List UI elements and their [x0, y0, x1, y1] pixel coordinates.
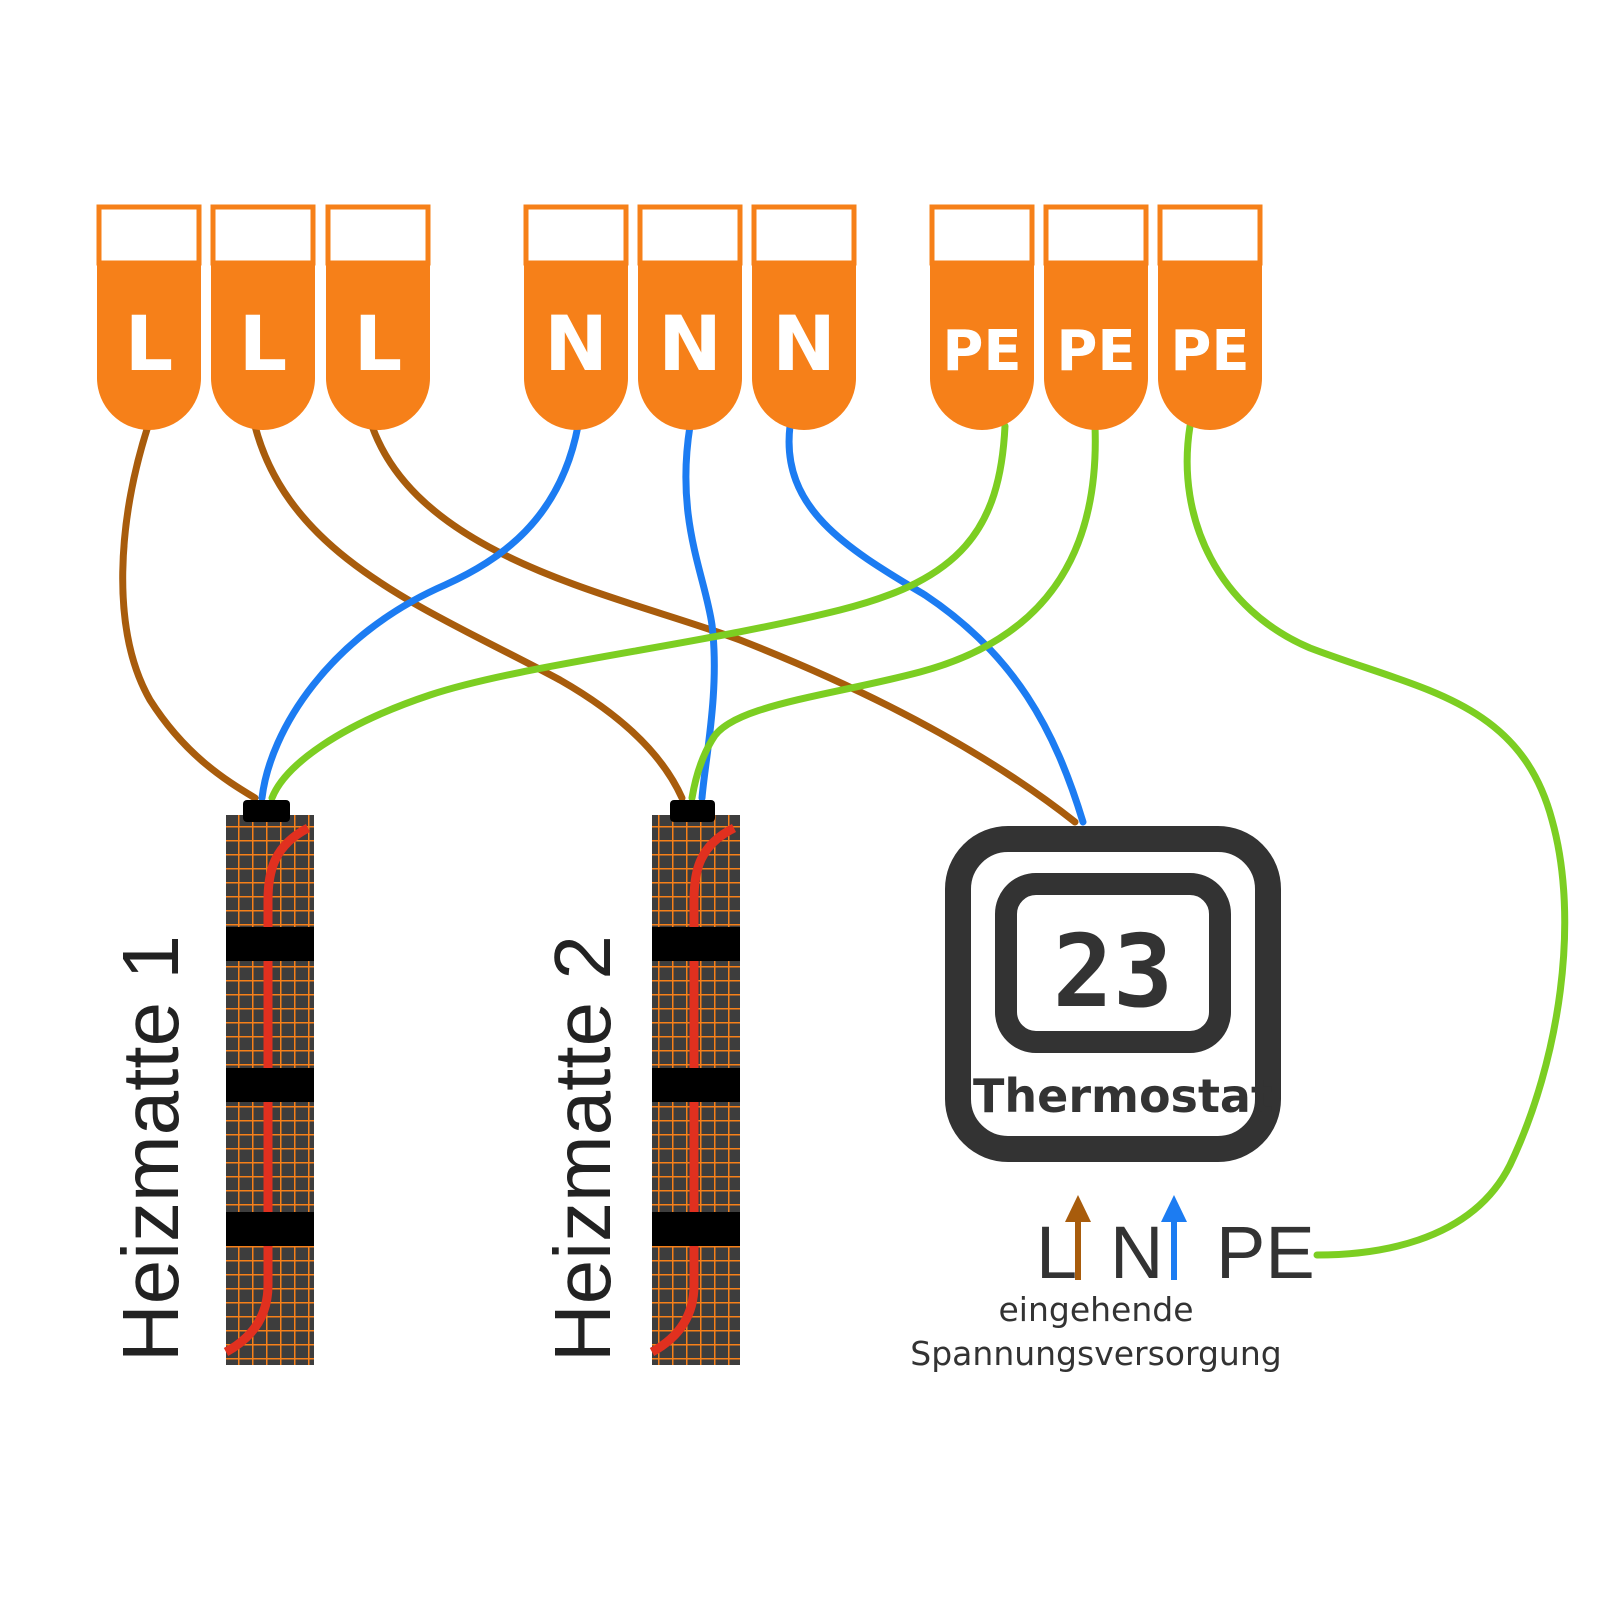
- supply-label-l: L: [1036, 1211, 1077, 1294]
- terminal-lever: [1157, 204, 1263, 266]
- terminal-label: N: [544, 299, 608, 388]
- terminal-label: L: [354, 299, 402, 388]
- terminal-body: [97, 261, 201, 430]
- terminal-body: [326, 261, 430, 430]
- power-supply-labels: L N PE eingehende Spannungsversorgung: [910, 1195, 1315, 1373]
- terminal-n-3: N: [751, 204, 857, 430]
- supply-label-pe: PE: [1216, 1211, 1315, 1294]
- terminal-n-2: N: [637, 204, 743, 430]
- mat-tape-1a: [226, 927, 314, 961]
- arrow-up-icon: [1161, 1195, 1187, 1280]
- mat-label-1: Heizmatte 1: [106, 935, 195, 1362]
- terminal-label: N: [658, 299, 722, 388]
- heating-mat-2: [649, 800, 740, 1365]
- heating-mat-1: [223, 800, 314, 1365]
- terminal-lever: [1043, 204, 1149, 266]
- terminal-label: N: [772, 299, 836, 388]
- mat-tape-2a: [652, 927, 740, 961]
- mat-connector-2: [670, 800, 715, 822]
- wire-l3-to-thermostat: [368, 422, 1079, 826]
- terminal-lever: [929, 204, 1035, 266]
- heating-mats: Heizmatte 1 Heizmatte 2: [106, 800, 740, 1365]
- terminal-n-1: N: [523, 204, 629, 430]
- terminal-body: [1044, 261, 1148, 430]
- mat-label-2: Heizmatte 2: [538, 935, 627, 1362]
- wire-l1-to-mat1: [119, 422, 259, 802]
- terminal-pe-2: PE: [1043, 204, 1149, 430]
- terminal-label: PE: [1056, 319, 1135, 384]
- wire-pe3-to-supply: [1183, 422, 1569, 1259]
- terminal-lever: [210, 204, 316, 266]
- mat-tape-1b: [226, 1068, 314, 1102]
- supply-label-n: N: [1110, 1211, 1163, 1294]
- terminal-label: PE: [1170, 319, 1249, 384]
- supply-caption-line1: eingehende: [998, 1290, 1193, 1329]
- wire-n1-to-mat1: [258, 422, 582, 802]
- terminal-l-1: L: [96, 204, 202, 430]
- terminal-body: [638, 261, 742, 430]
- terminal-l-2: L: [210, 204, 316, 430]
- terminal-body: [752, 261, 856, 430]
- terminal-lever: [96, 204, 202, 266]
- terminal-lever: [325, 204, 431, 266]
- terminal-label: L: [239, 299, 287, 388]
- terminal-body: [211, 261, 315, 430]
- mat-connector-1: [243, 800, 290, 822]
- mat-tape-2b: [652, 1068, 740, 1102]
- mat-tape-2c: [652, 1212, 740, 1246]
- terminal-body: [930, 261, 1034, 430]
- supply-caption-line2: Spannungsversorgung: [910, 1334, 1281, 1373]
- thermostat: 23 Thermostat: [945, 826, 1281, 1162]
- terminal-lever: [637, 204, 743, 266]
- terminal-lever: [751, 204, 857, 266]
- terminal-body: [524, 261, 628, 430]
- terminal-lever: [523, 204, 629, 266]
- wire-pe2-to-mat2: [688, 422, 1099, 802]
- wire-n3-to-thermostat: [785, 422, 1087, 826]
- thermostat-display-value: 23: [1053, 913, 1173, 1030]
- terminal-pe-1: PE: [929, 204, 1035, 430]
- arrow-up-icon: [1065, 1195, 1091, 1280]
- wire-pe1-to-mat1: [268, 422, 1009, 802]
- terminal-label: PE: [942, 319, 1021, 384]
- thermostat-label: Thermostat: [973, 1069, 1273, 1123]
- terminal-label: L: [125, 299, 173, 388]
- mat-tape-1c: [226, 1212, 314, 1246]
- terminal-pe-3: PE: [1157, 204, 1263, 430]
- thermostat-display: [995, 873, 1231, 1053]
- wires: [119, 422, 1569, 1259]
- terminal-body: [1158, 261, 1262, 430]
- wire-l2-to-mat2: [251, 422, 686, 802]
- terminal-l-3: L: [325, 204, 431, 430]
